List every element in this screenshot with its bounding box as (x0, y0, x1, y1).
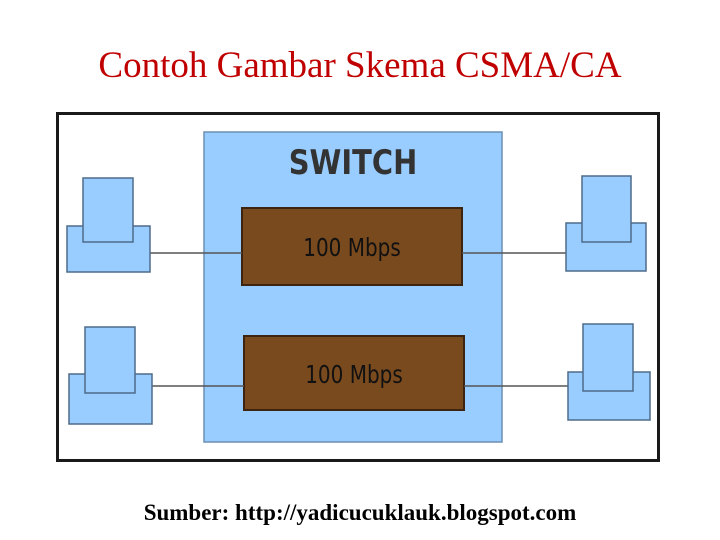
computer-icon-left-top (66, 177, 151, 273)
switch-label: SWITCH (289, 144, 418, 183)
computer-icon-right-top (565, 175, 647, 272)
port-label-1: 100 Mbps (303, 234, 401, 263)
source-caption: Sumber: http://yadicucuklauk.blogspot.co… (143, 500, 577, 525)
port-box-2 (243, 335, 465, 411)
computer-icon-left-bottom (68, 326, 153, 425)
csma-ca-diagram: SWITCH 100 Mbps 100 Mbps (66, 131, 651, 443)
port-box-1 (241, 207, 463, 286)
port-label-2: 100 Mbps (305, 361, 403, 390)
computer-icon-right-bottom (567, 323, 651, 421)
page-title: Contoh Gambar Skema CSMA/CA (98, 45, 622, 86)
